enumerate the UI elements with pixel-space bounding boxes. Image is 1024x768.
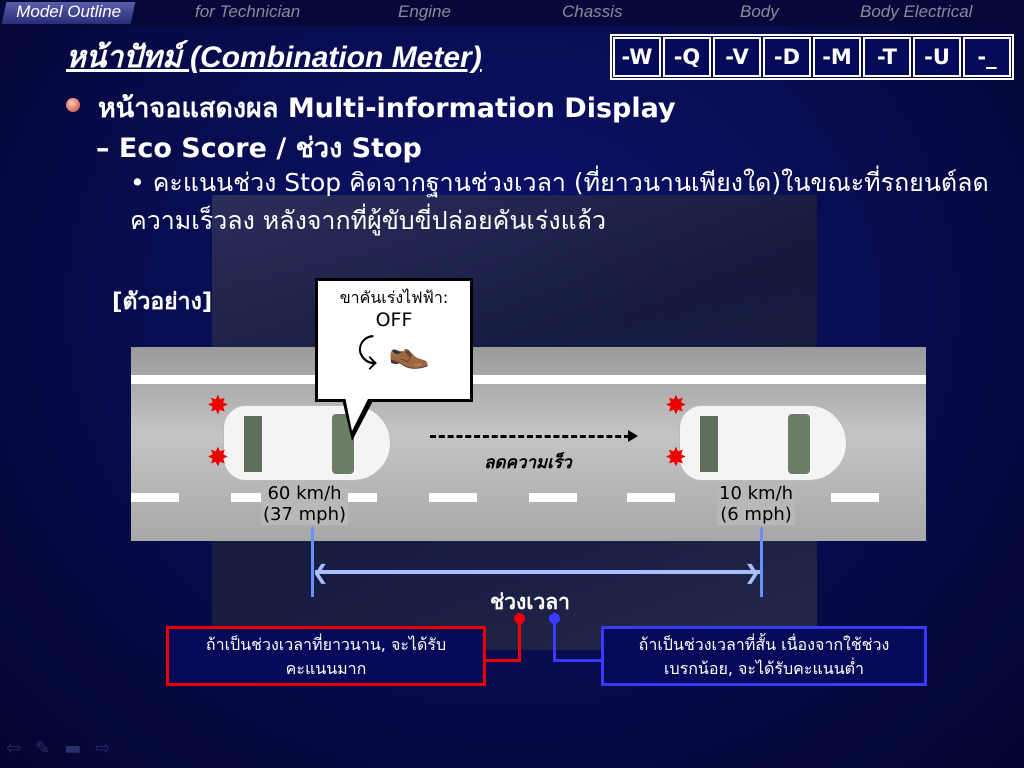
road-diagram: ✸ ✸ ✸ ✸ ลดความเร็ว 60 km/h(37 mph) 10 km… bbox=[131, 347, 926, 541]
speed-end: 10 km/h(6 mph) bbox=[717, 483, 796, 525]
model-code-blank[interactable]: -_ bbox=[963, 37, 1011, 77]
decel-arrow bbox=[430, 435, 630, 438]
nav-model-outline[interactable]: Model Outline bbox=[1, 2, 136, 24]
bullet-icon bbox=[66, 98, 80, 112]
pedal-callout: ขาคันเร่งไฟฟ้า: OFF ⤹ 👞 bbox=[315, 278, 473, 441]
road-edge-line bbox=[131, 375, 926, 384]
lane-dash bbox=[231, 493, 279, 502]
brake-light-icon: ✸ bbox=[207, 391, 229, 421]
brake-light-icon: ✸ bbox=[665, 391, 687, 421]
nav-engine[interactable]: Engine bbox=[398, 2, 451, 21]
lane-dash bbox=[529, 493, 577, 502]
example-label: [ตัวอย่าง] bbox=[112, 289, 213, 315]
arrow-head-icon bbox=[628, 430, 638, 442]
lane-dash bbox=[627, 493, 675, 502]
menu-icon[interactable]: ▬ bbox=[64, 738, 96, 759]
forward-arrow-icon[interactable]: ⇨ bbox=[95, 738, 125, 759]
short-period-note: ถ้าเป็นช่วงเวลาที่สั้น เนื่องจากใช้ช่วงเ… bbox=[601, 626, 927, 686]
slide-controls[interactable]: ⇦✎▬⇨ bbox=[6, 738, 124, 759]
back-arrow-icon[interactable]: ⇦ bbox=[6, 738, 36, 759]
nav-body[interactable]: Body bbox=[740, 2, 779, 21]
lane-dash bbox=[831, 493, 879, 502]
decel-label: ลดความเร็ว bbox=[484, 453, 572, 473]
model-code-q[interactable]: -Q bbox=[663, 37, 711, 77]
speed-start: 60 km/h(37 mph) bbox=[261, 483, 349, 525]
period-start-marker bbox=[311, 527, 314, 597]
red-pin bbox=[514, 613, 525, 624]
model-code-m[interactable]: -M bbox=[813, 37, 861, 77]
arrow-left-icon: ❮ bbox=[312, 560, 329, 584]
lane-dash bbox=[329, 493, 377, 502]
long-period-note: ถ้าเป็นช่วงเวลาที่ยาวนาน, จะได้รับคะแนนม… bbox=[166, 626, 486, 686]
page-title: หน้าปัทม์ (Combination Meter) bbox=[66, 41, 482, 74]
heading-bullet: หน้าจอแสดงผล Multi-information Display bbox=[98, 93, 676, 124]
model-code-bar: -W -Q -V -D -M -T -U -_ bbox=[610, 34, 1014, 80]
period-arrow bbox=[315, 570, 760, 574]
brake-light-icon: ✸ bbox=[665, 443, 687, 473]
pen-icon[interactable]: ✎ bbox=[35, 738, 65, 759]
nav-chassis[interactable]: Chassis bbox=[562, 2, 623, 21]
lane-dash bbox=[429, 493, 477, 502]
arrow-right-icon: ❯ bbox=[744, 560, 761, 584]
period-label: ช่วงเวลา bbox=[490, 590, 570, 614]
model-code-w[interactable]: -W bbox=[613, 37, 661, 77]
top-nav: Model Outline for Technician Engine Chas… bbox=[0, 0, 1024, 26]
car-end bbox=[679, 405, 847, 481]
period-end-marker bbox=[760, 527, 763, 597]
lane-dash bbox=[131, 493, 179, 502]
model-code-t[interactable]: -T bbox=[863, 37, 911, 77]
model-code-d[interactable]: -D bbox=[763, 37, 811, 77]
model-code-u[interactable]: -U bbox=[913, 37, 961, 77]
description-bullet: • คะแนนช่วง Stop คิดจากฐานช่วงเวลา (ที่ย… bbox=[130, 168, 989, 235]
nav-for-technician[interactable]: for Technician bbox=[195, 2, 301, 21]
pedal-foot-icon: ⤹ 👞 bbox=[357, 331, 431, 371]
nav-body-electrical[interactable]: Body Electrical bbox=[860, 2, 973, 21]
brake-light-icon: ✸ bbox=[207, 443, 229, 473]
blue-pin bbox=[549, 613, 560, 624]
model-code-v[interactable]: -V bbox=[713, 37, 761, 77]
subheading-bullet: – Eco Score / ช่วง Stop bbox=[96, 133, 422, 164]
